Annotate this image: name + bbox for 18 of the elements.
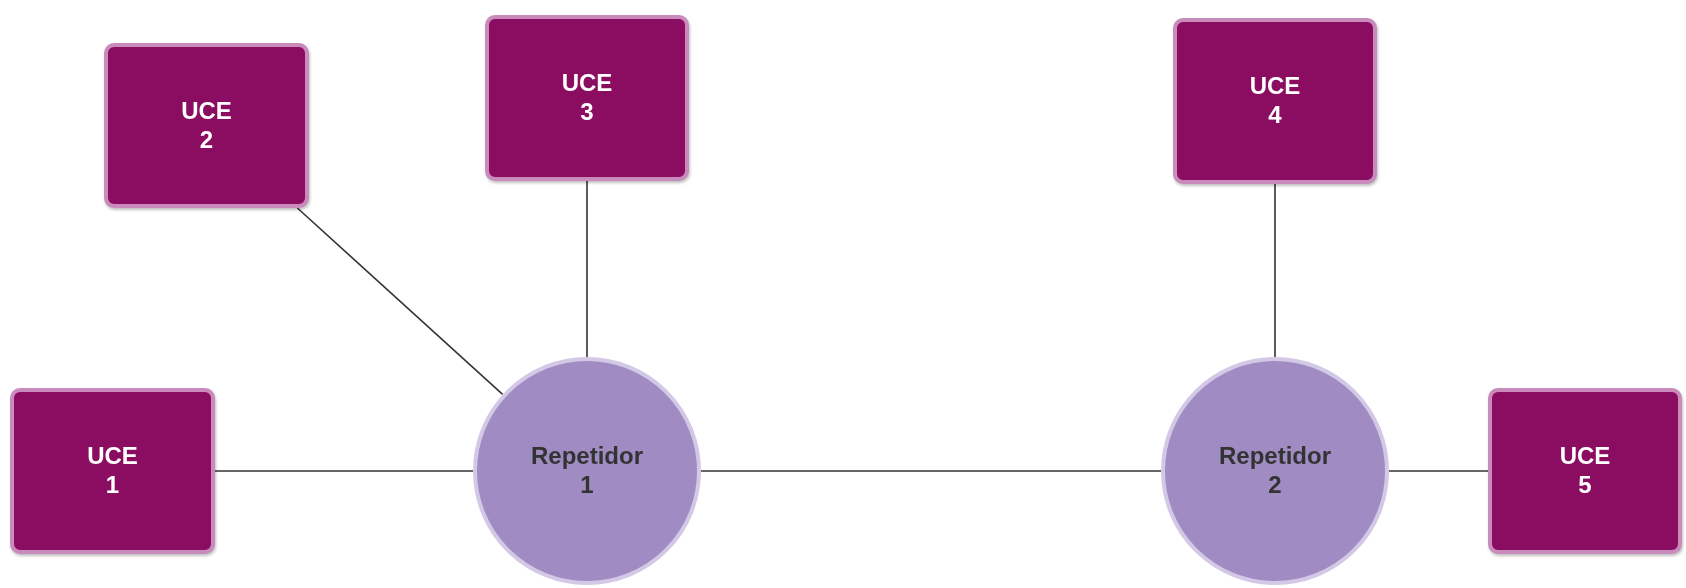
node-label: UCE 3 [561,69,613,127]
node-label: UCE 5 [1559,442,1611,500]
node-label: UCE 1 [87,442,138,500]
connector-line [214,470,474,472]
node-label: UCE 2 [181,96,232,155]
connector-line [586,180,588,358]
connector-line [296,207,504,396]
node-label: Repetidor 1 [531,442,643,500]
unit-box [1173,18,1377,184]
connector-line [1274,183,1276,358]
node-label: Repetidor 2 [1219,442,1331,500]
unit-box [10,388,215,554]
node-label: UCE 4 [1249,72,1301,130]
unit-box [104,43,309,208]
connector-line [1388,470,1489,472]
unit-box [1488,388,1682,554]
connector-line [700,470,1162,472]
unit-box [485,15,689,181]
